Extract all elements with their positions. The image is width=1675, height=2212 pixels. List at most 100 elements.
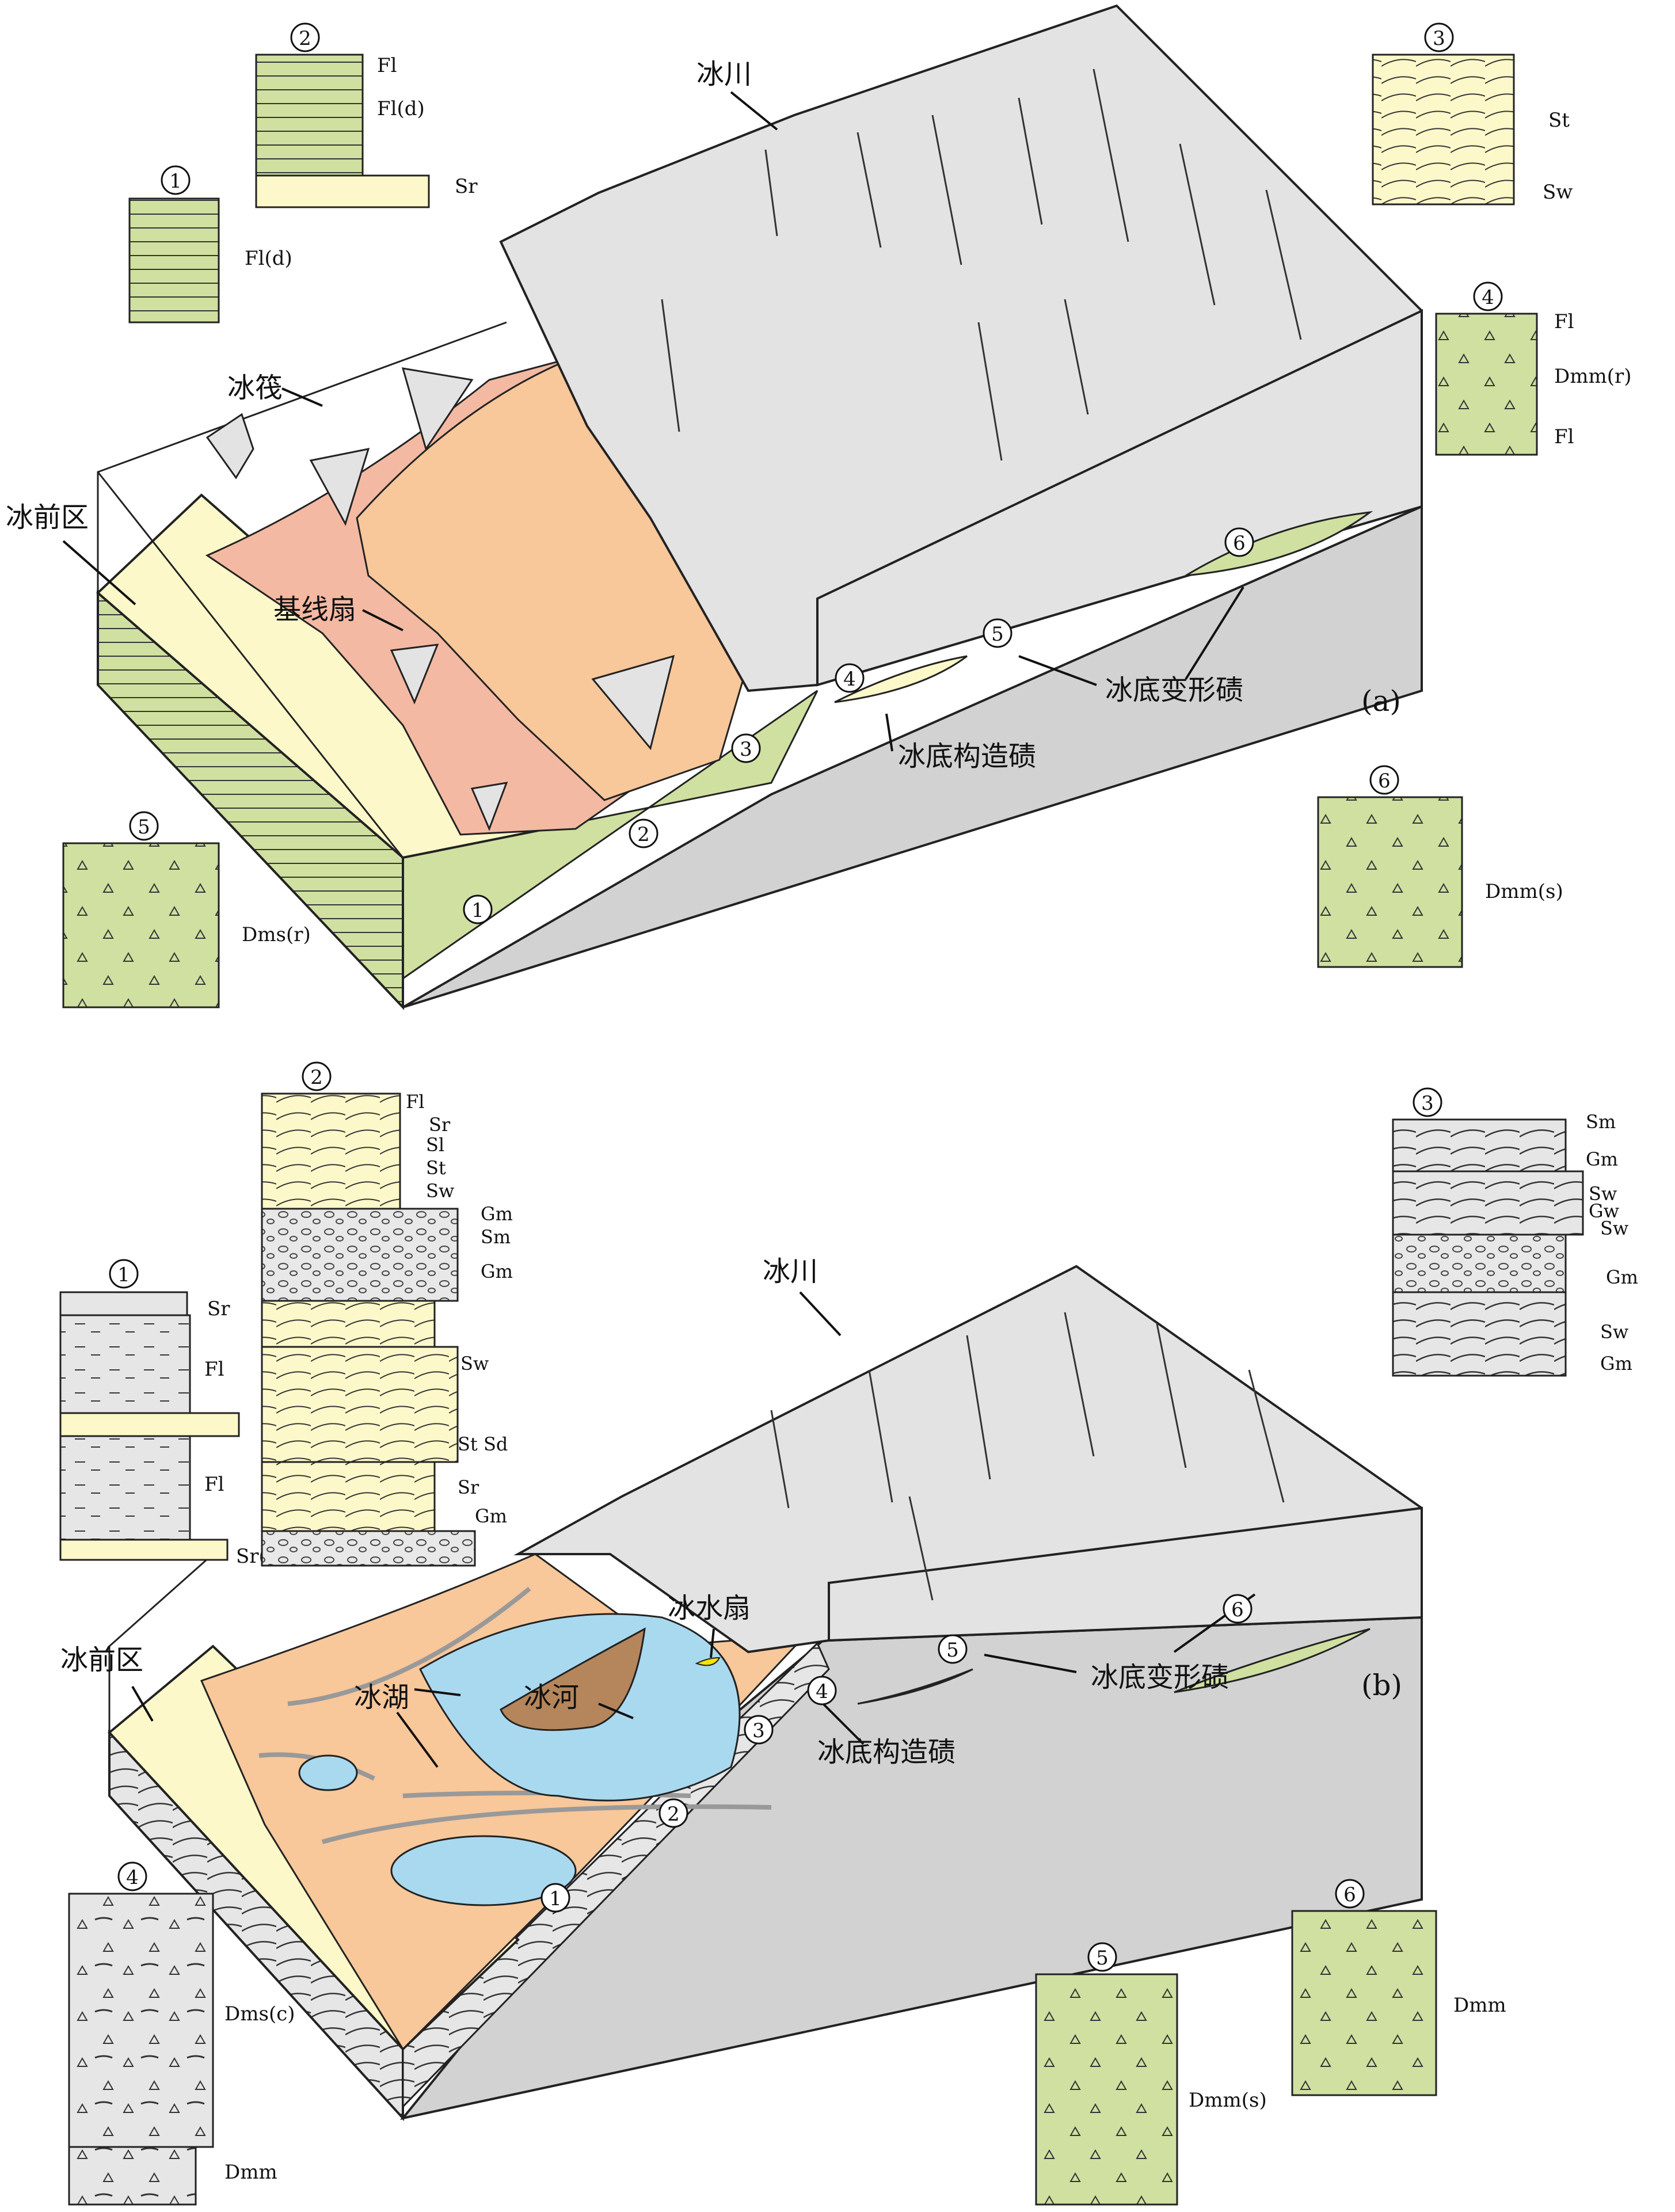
svg-text:Fl(d): Fl(d): [377, 97, 425, 120]
svg-text:Dmm: Dmm: [1453, 1994, 1506, 2017]
svg-text:Sw: Sw: [1589, 1183, 1617, 1205]
b-crevasses: [770, 1312, 1285, 1601]
svg-text:4: 4: [816, 1680, 828, 1703]
b-markers: 1 2 3 4 5 6: [540, 1594, 1253, 1913]
svg-text:Dms(c): Dms(c): [224, 2002, 295, 2026]
b-tectonic-lens: [857, 1668, 973, 1705]
b-log-4: 4 Dms(c) Dmm: [68, 1861, 295, 2206]
b-outwash-fan-label: 冰水扇: [668, 1592, 751, 1624]
svg-text:Sw: Sw: [1600, 1217, 1628, 1239]
a-panel-label: (a): [1361, 684, 1401, 718]
svg-text:Sl: Sl: [426, 1134, 444, 1156]
svg-text:Sw: Sw: [460, 1353, 489, 1375]
svg-text:Dmm(s): Dmm(s): [1189, 2089, 1267, 2112]
b-deformation-lens: [1174, 1628, 1371, 1693]
svg-text:3: 3: [752, 1719, 765, 1742]
svg-text:Gm: Gm: [475, 1505, 507, 1527]
a-markers: 1 2 3 4 5 6: [463, 527, 1254, 924]
svg-text:3: 3: [740, 738, 752, 761]
svg-text:2: 2: [637, 823, 650, 846]
a-log-3: 3 St Sw: [1372, 22, 1573, 205]
svg-text:Gm: Gm: [1586, 1148, 1618, 1170]
b-log-6: 6 Dmm: [1291, 1879, 1506, 2096]
svg-text:1: 1: [169, 170, 182, 193]
b-deformation-label: 冰底变形碛: [1091, 1661, 1229, 1693]
svg-text:Gm: Gm: [481, 1261, 513, 1282]
svg-text:Sm: Sm: [1586, 1111, 1616, 1133]
svg-text:2: 2: [310, 1066, 323, 1089]
svg-text:3: 3: [1433, 27, 1445, 50]
a-deformation-label: 冰底变形碛: [1105, 674, 1243, 706]
a-log-2: 2 Fl Fl(d) Sr: [255, 22, 478, 208]
svg-text:Sr: Sr: [458, 1476, 479, 1498]
a-icebergs: [205, 367, 675, 832]
svg-text:Fl: Fl: [406, 1091, 424, 1113]
svg-text:Sw: Sw: [426, 1180, 454, 1202]
a-crevasses: [661, 68, 1302, 461]
svg-text:6: 6: [1343, 1883, 1356, 1906]
svg-text:4: 4: [126, 1866, 139, 1889]
b-glacier-front: [828, 1506, 1423, 1642]
b-log-1: 1 Sr Fl Fl Sr(d): [59, 1259, 287, 1568]
svg-text:Sw: Sw: [1600, 1321, 1628, 1343]
b-delta: [500, 1627, 646, 1731]
b-river-label: 冰河: [524, 1681, 579, 1714]
svg-text:1: 1: [117, 1263, 130, 1286]
svg-text:Dmm(r): Dmm(r): [1554, 365, 1632, 388]
svg-text:5: 5: [991, 623, 1004, 646]
b-log-5: 5 Dmm(s): [1035, 1942, 1267, 2206]
b-glacier-label: 冰川: [763, 1255, 818, 1288]
svg-text:Sm: Sm: [481, 1226, 511, 1248]
panel-b-block: [108, 1265, 1423, 2122]
svg-text:5: 5: [138, 816, 150, 839]
b-proglacial-label: 冰前区: [60, 1644, 143, 1676]
b-log-3: 3 Sm Gm Sw Gw Sw Gm Sw Gm: [1392, 1087, 1638, 1377]
b-lake-label: 冰湖: [354, 1681, 409, 1714]
svg-text:Sr: Sr: [429, 1114, 451, 1136]
svg-text:Sw: Sw: [1543, 181, 1573, 204]
svg-text:St Sd: St Sd: [458, 1433, 508, 1455]
b-small-lake: [390, 1835, 577, 1906]
svg-text:4: 4: [1482, 286, 1494, 309]
svg-text:Gw: Gw: [1589, 1200, 1619, 1222]
a-proglacial-label: 冰前区: [6, 501, 89, 534]
svg-text:Dmm: Dmm: [224, 2161, 277, 2184]
svg-text:1: 1: [549, 1887, 562, 1910]
svg-text:Fl: Fl: [204, 1358, 224, 1381]
svg-text:Gm: Gm: [481, 1203, 513, 1225]
a-log-5: 5 Dms(r): [62, 811, 311, 1008]
svg-text:Sr: Sr: [207, 1297, 230, 1320]
b-panel-label: (b): [1361, 1669, 1402, 1702]
svg-text:Fl: Fl: [1554, 425, 1574, 448]
a-fan-label: 基线扇: [273, 593, 356, 626]
svg-text:6: 6: [1231, 1598, 1244, 1621]
svg-text:2: 2: [667, 1803, 680, 1826]
panel-a-block: [96, 4, 1423, 1011]
svg-text:Fl: Fl: [204, 1473, 224, 1496]
a-log-6: 6 Dmm(s): [1317, 765, 1563, 968]
a-log-4: 4 Fl Dmm(r) Fl: [1435, 281, 1632, 456]
svg-text:5: 5: [946, 1639, 959, 1662]
svg-text:Fl(d): Fl(d): [245, 247, 292, 270]
svg-text:Dms(r): Dms(r): [242, 923, 311, 946]
svg-text:Gm: Gm: [1600, 1353, 1632, 1375]
svg-text:St: St: [426, 1157, 446, 1179]
a-iceberg-label: 冰筏: [227, 372, 283, 404]
svg-text:5: 5: [1096, 1947, 1109, 1970]
svg-text:St: St: [1548, 109, 1570, 132]
a-tectonic-lens: [834, 655, 968, 703]
a-log-1: 1 Fl(d): [128, 165, 292, 323]
svg-text:Sr: Sr: [455, 175, 478, 198]
svg-text:3: 3: [1421, 1092, 1434, 1115]
svg-text:1: 1: [471, 899, 484, 922]
a-glacier-label: 冰川: [696, 58, 752, 90]
b-tectonic-label: 冰底构造碛: [817, 1736, 955, 1768]
b-log-2: 2 Fl Sr Sl St Sw Gm Sm Gm Sw St Sd Sr Gm: [261, 1061, 513, 1567]
svg-text:Fl: Fl: [377, 54, 397, 77]
svg-text:Fl: Fl: [1554, 310, 1574, 333]
svg-text:6: 6: [1378, 770, 1391, 793]
a-tectonic-label: 冰底构造碛: [898, 740, 1036, 772]
svg-text:2: 2: [299, 27, 311, 50]
svg-text:4: 4: [843, 668, 856, 691]
